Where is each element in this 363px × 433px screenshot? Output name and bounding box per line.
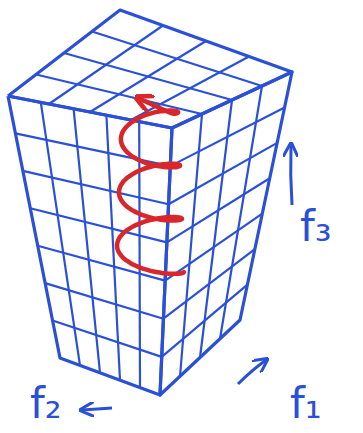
right-face-grid	[165, 214, 262, 281]
right-face-grid	[220, 86, 262, 339]
f2-arrow	[82, 408, 112, 410]
top-face	[8, 10, 292, 128]
left-face	[8, 96, 172, 395]
right-face-grid	[200, 100, 232, 358]
f3-arrow	[291, 145, 292, 205]
force-label: f₂	[30, 383, 62, 425]
right-face-grid	[162, 285, 248, 357]
force-label: f₁	[290, 383, 322, 425]
f1-arrow	[238, 360, 266, 384]
left-face-grid	[38, 246, 165, 281]
right-face-grid	[163, 249, 254, 319]
left-face-grid	[53, 321, 162, 357]
right-face-grid	[169, 143, 278, 204]
force-label: f₃	[300, 206, 332, 248]
left-face-grid	[45, 283, 163, 319]
top-face-grid	[49, 26, 163, 105]
right-face-grid	[167, 178, 270, 242]
right-face	[160, 72, 292, 395]
left-face-grid	[23, 171, 169, 204]
left-face-grid	[30, 208, 167, 242]
spiral-arrow	[117, 98, 184, 274]
right-face-grid	[180, 114, 202, 376]
right-face-grid	[170, 107, 284, 166]
